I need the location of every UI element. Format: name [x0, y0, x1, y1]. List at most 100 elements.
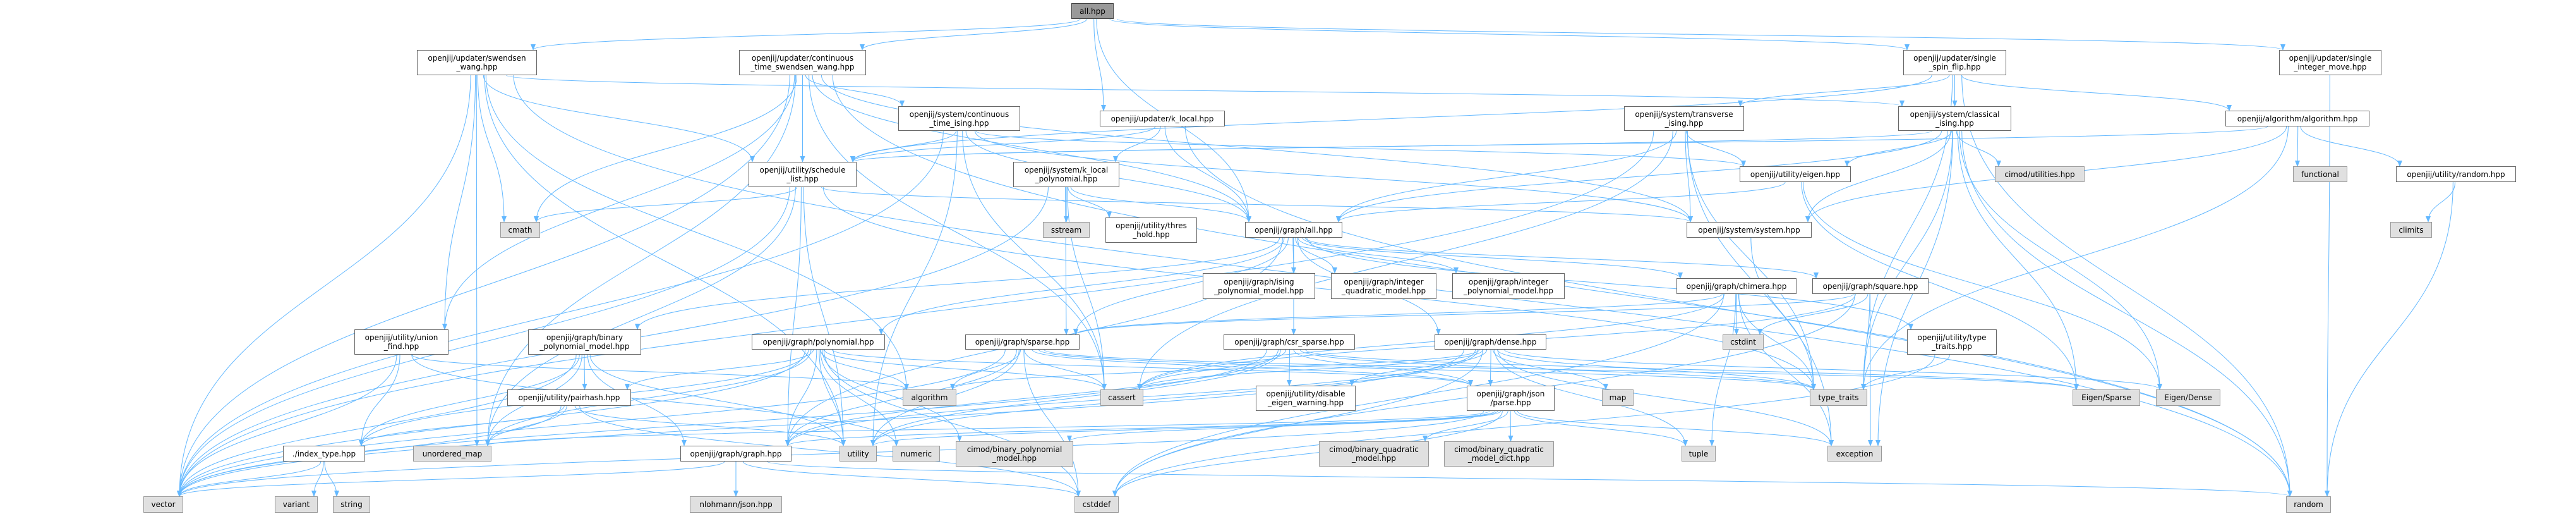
node-random[interactable]: random — [2286, 496, 2331, 513]
node-variant[interactable]: variant — [275, 496, 318, 513]
node-ctsw[interactable]: openjij/updater/continuous _time_swendse… — [739, 50, 866, 75]
node-graph[interactable]: openjij/graph/graph.hpp — [680, 446, 791, 462]
edge-ti-to-gall — [1336, 130, 1677, 223]
node-cimodutil[interactable]: cimod/utilities.hpp — [1995, 166, 2085, 182]
node-edense[interactable]: Eigen/Dense — [2156, 389, 2220, 406]
edge-system-to-type_traits — [1750, 237, 1816, 390]
node-square[interactable]: openjij/graph/square.hpp — [1812, 278, 1929, 294]
node-cbqm[interactable]: cimod/binary_quadratic _model.hpp — [1319, 441, 1429, 467]
node-vector[interactable]: vector — [143, 496, 183, 513]
node-ti[interactable]: openjij/system/transverse _ising.hpp — [1624, 106, 1744, 131]
edge-parse-to-graph — [785, 410, 1496, 446]
node-iqm[interactable]: openjij/graph/integer _quadratic_model.h… — [1331, 273, 1436, 299]
edge-ci-to-esparse — [1957, 130, 2079, 390]
node-sstream[interactable]: sstream — [1043, 222, 1090, 238]
edge-gall-to-chimera — [1302, 237, 1683, 279]
node-sw[interactable]: openjij/updater/swendsen _wang.hpp — [417, 50, 537, 75]
node-cti[interactable]: openjij/system/continuous _time_ising.hp… — [898, 106, 1020, 131]
edge-poly-to-algorithm — [820, 349, 909, 390]
edge-eigen-to-edense — [1802, 181, 2162, 390]
edge-uf-to-index — [359, 354, 400, 446]
node-pairhash[interactable]: openjij/utility/pairhash.hpp — [507, 389, 631, 406]
edge-sched-to-type_traits — [822, 187, 1816, 390]
node-csr[interactable]: openjij/graph/csr_sparse.hpp — [1224, 334, 1355, 350]
node-bpm[interactable]: openjij/graph/binary _polynomial_model.h… — [528, 329, 641, 355]
edge-poly-to-pairhash — [625, 349, 814, 390]
node-umap[interactable]: unordered_map — [413, 446, 491, 462]
edge-ssf-to-random — [1961, 75, 2292, 497]
edge-ti-to-type_traits — [1687, 130, 1816, 390]
edge-csr-to-dew — [1287, 349, 1292, 386]
node-klp[interactable]: openjij/system/k_local _polynomial.hpp — [1013, 162, 1119, 187]
edge-sparse-to-cstddef — [1023, 349, 1081, 497]
node-gall[interactable]: openjij/graph/all.hpp — [1245, 222, 1342, 238]
node-ssf[interactable]: openjij/updater/single _spin_flip.hpp — [1903, 50, 2006, 75]
node-cassert[interactable]: cassert — [1100, 389, 1143, 406]
node-ci[interactable]: openjij/system/classical _ising.hpp — [1898, 106, 2011, 131]
node-cstddef[interactable]: cstddef — [1074, 496, 1119, 513]
node-esparse[interactable]: Eigen/Sparse — [2073, 389, 2140, 406]
node-numeric[interactable]: numeric — [893, 446, 940, 462]
edge-pairhash-to-utility — [574, 405, 846, 446]
node-system[interactable]: openjij/system/system.hpp — [1687, 222, 1812, 238]
node-utility[interactable]: utility — [840, 446, 877, 462]
edge-sched-to-utility — [803, 187, 846, 446]
edge-parse-to-cstddef — [1112, 410, 1503, 497]
node-sim[interactable]: openjij/updater/single _integer_move.hpp — [2279, 50, 2381, 75]
node-cstdint[interactable]: cstdint — [1723, 334, 1764, 350]
node-thres[interactable]: openjij/utility/thres _hold.hpp — [1105, 217, 1197, 243]
edge-sim-to-random — [2325, 75, 2330, 497]
edge-sparse-to-cassert — [1024, 349, 1107, 390]
node-uf[interactable]: openjij/utility/union _find.hpp — [354, 329, 448, 355]
edge-ctsw-to-umap — [485, 75, 796, 446]
edge-sparse-to-algorithm — [950, 349, 1021, 390]
edge-graph-to-cstddef — [742, 461, 1081, 497]
node-type-traits[interactable]: type_traits — [1810, 389, 1867, 406]
node-tuple[interactable]: tuple — [1682, 446, 1716, 462]
edge-all-to-ssf — [1109, 18, 1910, 51]
edge-chimera-to-exception — [1738, 293, 1834, 446]
edge-poly-to-cassert — [824, 349, 1107, 390]
node-dense[interactable]: openjij/graph/dense.hpp — [1435, 334, 1546, 350]
edge-cti-to-system — [975, 130, 1693, 223]
edge-sched-to-system — [821, 187, 1693, 223]
node-map[interactable]: map — [1602, 389, 1634, 406]
node-sparse[interactable]: openjij/graph/sparse.hpp — [965, 334, 1080, 350]
node-functional[interactable]: functional — [2293, 166, 2347, 182]
edge-algo-to-functional — [2295, 126, 2301, 167]
node-eigen[interactable]: openjij/utility/eigen.hpp — [1740, 166, 1851, 182]
edge-rand_hpp-to-random — [2325, 181, 2453, 497]
node-chimera[interactable]: openjij/graph/chimera.hpp — [1676, 278, 1797, 294]
node-dew[interactable]: openjij/utility/disable _eigen_warning.h… — [1256, 386, 1356, 411]
edge-gall-to-tt_hpp — [1306, 237, 1913, 330]
node-exception[interactable]: exception — [1827, 446, 1882, 462]
node-all[interactable]: all.hpp — [1071, 3, 1114, 19]
node-ipm[interactable]: openjij/graph/ising _polynomial_model.hp… — [1203, 273, 1315, 299]
edge-ctsw-to-cmath — [534, 75, 798, 223]
node-json[interactable]: nlohmann/json.hpp — [690, 496, 782, 513]
edge-dense-to-dew — [1349, 349, 1488, 386]
node-index[interactable]: ./index_type.hpp — [283, 446, 365, 462]
node-string[interactable]: string — [333, 496, 370, 513]
node-sched[interactable]: openjij/utility/schedule _list.hpp — [749, 162, 857, 187]
edge-uf-to-algorithm — [411, 354, 909, 390]
node-poly[interactable]: openjij/graph/polynomial.hpp — [752, 334, 885, 350]
node-climits[interactable]: climits — [2390, 222, 2432, 238]
edge-bpm-to-vector — [177, 354, 577, 497]
edge-kl-to-klp — [1113, 126, 1161, 162]
edge-sched-to-cmath — [534, 187, 798, 223]
node-ipolm[interactable]: openjij/graph/integer _polynomial_model.… — [1452, 273, 1565, 299]
node-cmath[interactable]: cmath — [500, 222, 540, 238]
node-cbpm[interactable]: cimod/binary_polynomial _model.hpp — [956, 441, 1073, 467]
edge-rand_hpp-to-climits — [2426, 181, 2456, 223]
node-kl[interactable]: openjij/updater/k_local.hpp — [1100, 111, 1225, 126]
node-algo[interactable]: openjij/algorithm/algorithm.hpp — [2225, 111, 2369, 126]
node-tt-hpp[interactable]: openjij/utility/type _traits.hpp — [1907, 329, 1997, 355]
edge-poly-to-cstddef — [823, 349, 1081, 497]
edge-all-to-sim — [1117, 18, 2285, 51]
edge-ssf-to-ti — [1738, 75, 1950, 107]
node-parse[interactable]: openjij/graph/json /parse.hpp — [1467, 386, 1555, 411]
node-algorithm[interactable]: algorithm — [903, 389, 956, 406]
node-rand-hpp[interactable]: openjij/utility/random.hpp — [2396, 166, 2516, 182]
node-cbqmd[interactable]: cimod/binary_quadratic _model_dict.hpp — [1444, 441, 1554, 467]
